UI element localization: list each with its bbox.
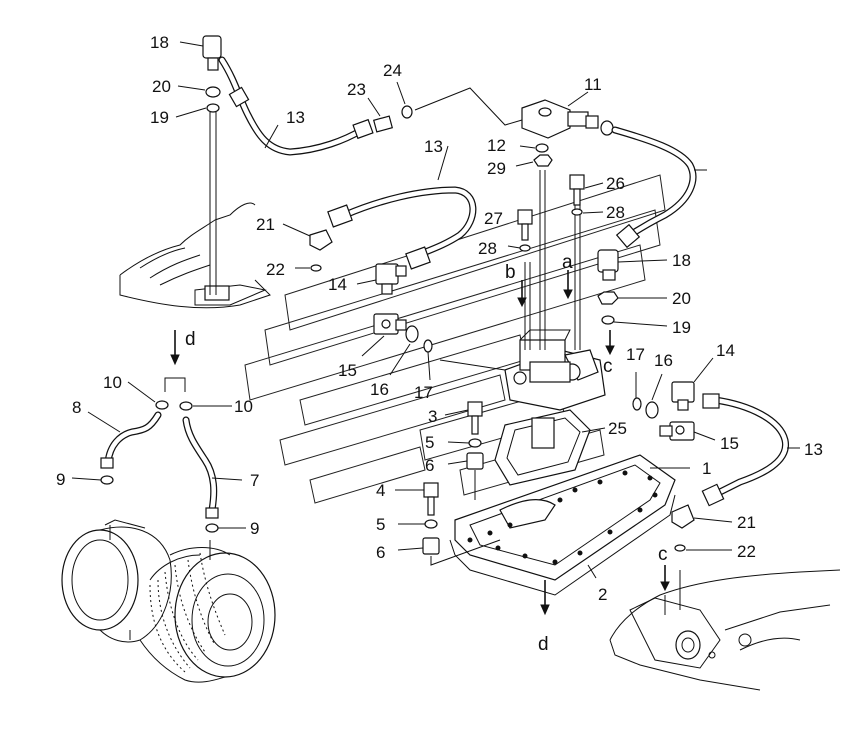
label-10-left: 10 [103,373,122,392]
part-16-upper [405,325,419,343]
callout-labels: 18 20 19 13 23 24 11 12 29 13 26 27 28 2… [56,33,823,655]
bolts-3-4-stack [422,401,484,555]
label-9-right: 9 [250,519,259,538]
hose-13-right-lower [701,393,789,507]
label-18: 18 [150,33,169,52]
label-28-right: 28 [606,203,625,222]
bolts-26-27-28 [517,174,585,252]
label-20: 20 [152,77,171,96]
label-24: 24 [383,61,402,80]
label-19-right: 19 [672,318,691,337]
label-d-upper: d [185,329,196,350]
label-10-right: 10 [234,397,253,416]
label-21-lower: 21 [737,513,756,532]
label-23: 23 [347,80,366,99]
arrows-a-b [517,270,615,356]
leader-lines [71,41,800,579]
valve-body [504,170,606,411]
label-b: b [505,262,516,283]
pipe-8 [100,400,169,485]
label-a: a [562,252,573,273]
label-28-left: 28 [478,239,497,258]
label-13-top: 13 [286,108,305,127]
label-15-right: 15 [720,434,739,453]
label-16-right: 16 [654,351,673,370]
parts-12-29 [533,143,553,167]
part-11-block [521,99,614,139]
watermark-outline [244,174,666,504]
label-8: 8 [72,398,81,417]
label-6-lower: 6 [376,543,385,562]
upper-left-frame [119,202,271,309]
label-4: 4 [376,481,385,500]
leader-6-plate [430,539,501,566]
label-12: 12 [487,136,506,155]
label-11: 11 [584,75,602,94]
label-22-lower: 22 [737,542,756,561]
label-5-upper: 5 [425,433,434,452]
label-16-upper: 16 [370,380,389,399]
label-c-upper: c [603,356,613,377]
lower-right-housing [609,569,841,691]
label-3: 3 [428,407,437,426]
parts-14-15-16-17-right [632,381,695,441]
part-18-fitting-top-left [202,35,222,295]
label-13-mid: 13 [424,137,443,156]
label-13-lower: 13 [804,440,823,459]
part-15-upper [373,313,407,335]
torque-converter [61,519,276,683]
part-17-upper [423,339,433,353]
label-22-upper: 22 [266,260,285,279]
label-5-lower: 5 [376,515,385,534]
arrow-c-lower [660,565,670,592]
label-14-right: 14 [716,341,735,360]
leader-24-11 [414,87,523,126]
gasket-25 [494,409,591,486]
arrow-d-lower [540,580,550,616]
label-9-left: 9 [56,470,65,489]
label-2: 2 [598,585,607,604]
label-15-upper: 15 [338,361,357,380]
part-21-elbow-upper [309,229,333,272]
label-29: 29 [487,159,506,178]
hose-13-middle [327,186,477,270]
label-20-right: 20 [672,289,691,308]
label-14-upper: 14 [328,275,347,294]
label-27: 27 [484,209,503,228]
label-19: 19 [150,108,169,127]
label-c-lower: c [658,544,668,565]
label-6-upper: 6 [425,456,434,475]
arrow-d-upper [164,330,186,392]
part-14-upper [375,263,407,295]
label-25: 25 [608,419,627,438]
label-7: 7 [250,471,259,490]
part-21-elbow-lower [671,504,695,552]
label-17-upper: 17 [414,383,433,402]
label-21-upper: 21 [256,215,275,234]
label-1: 1 [702,459,711,478]
label-26: 26 [606,174,625,193]
cover-plate-1-2 [449,454,676,596]
label-d-lower: d [538,634,549,655]
label-17-right: 17 [626,345,645,364]
part-18-fitting-right [597,249,619,325]
label-18-right: 18 [672,251,691,270]
pipe-7 [179,401,219,533]
hose-13-top [218,56,413,156]
hose-13-right-upper [611,126,697,249]
